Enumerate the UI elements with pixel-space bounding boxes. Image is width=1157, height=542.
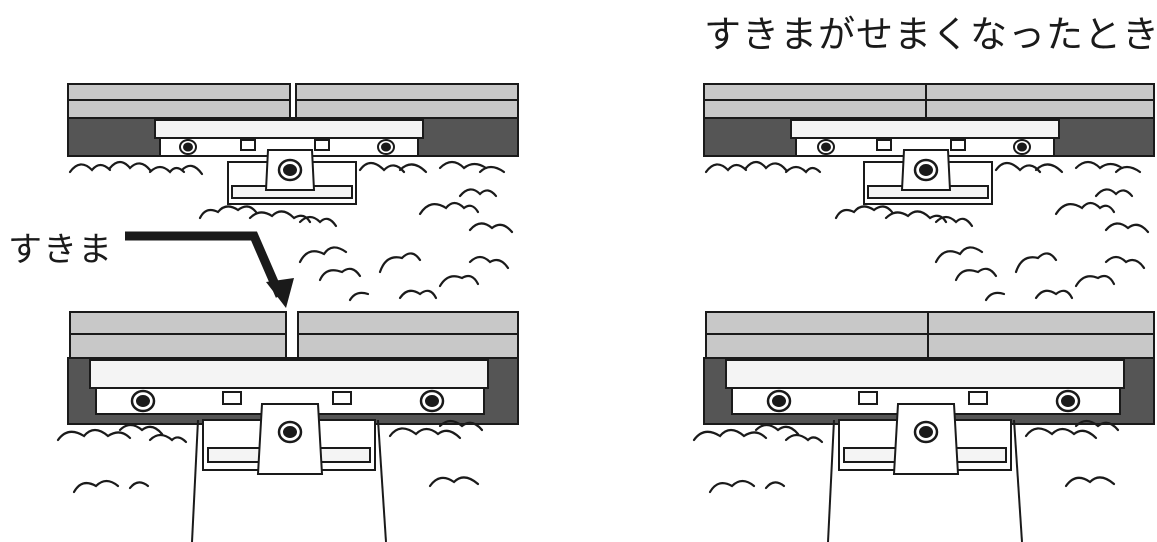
ballast-bottom-right xyxy=(692,419,1120,494)
ballast-top-right xyxy=(704,160,1150,302)
ballast-bottom-left xyxy=(56,419,484,494)
gap-arrow xyxy=(125,231,294,308)
rail-section-bottom-left xyxy=(67,311,519,542)
rail-section-top-left xyxy=(67,83,519,205)
narrow-gap-caption: すきまがせまくなったとき xyxy=(704,13,1157,56)
rail-section-top-right xyxy=(703,83,1155,205)
rail-section-bottom-right xyxy=(703,311,1155,542)
gap-label: すきま xyxy=(8,230,113,270)
ballast-top-left xyxy=(68,160,514,302)
